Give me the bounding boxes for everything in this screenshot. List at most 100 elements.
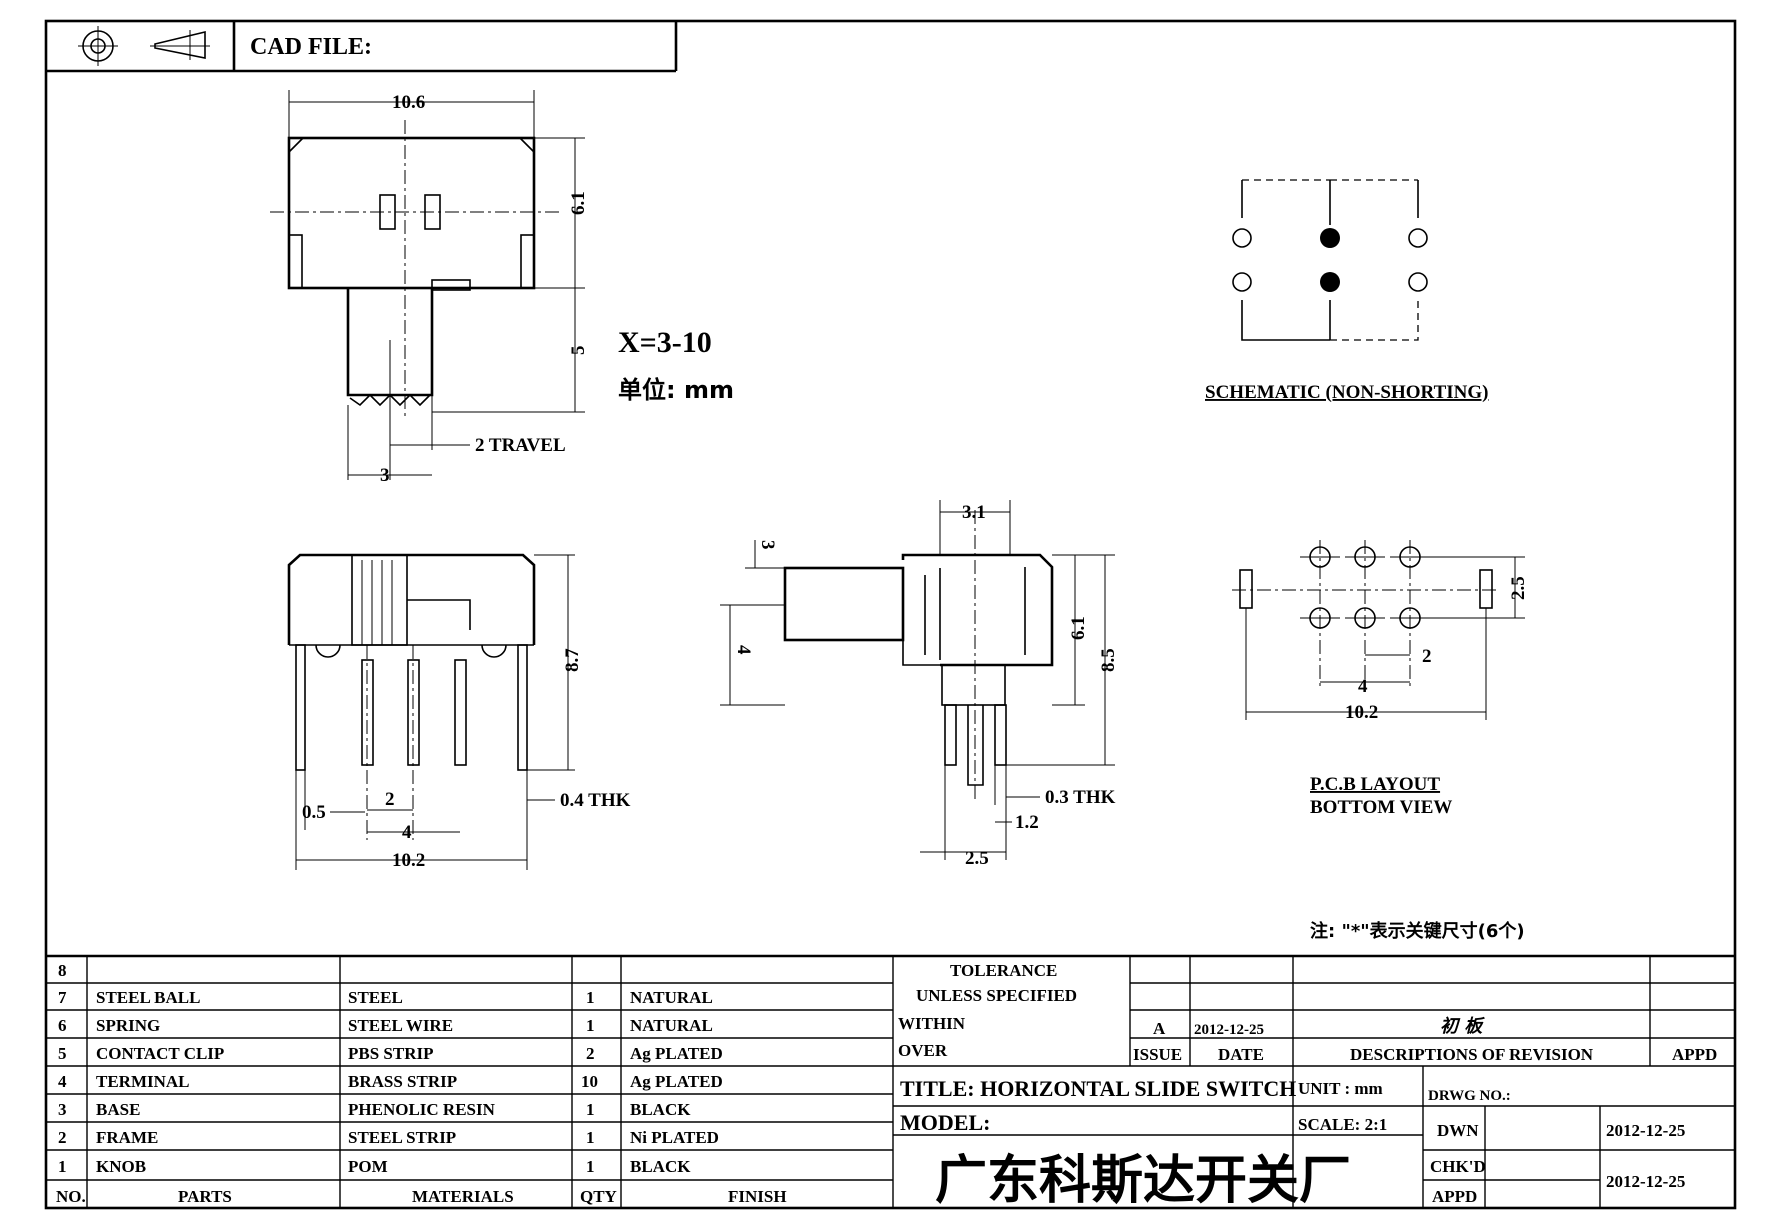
dim-pitch-2: 2 [385,789,395,810]
bom-no-cell: 4 [58,1072,67,1091]
bom-header-parts: PARTS [178,1187,232,1206]
dim-knob-width: 3 [380,465,390,486]
dim-side-knob-height: 4 [733,645,754,655]
company-name: 广东科斯达开关厂 [935,1151,1351,1211]
bom-material-cell: POM [348,1157,388,1176]
side-view: 3.1 3 4 6.1 8.5 0.3 THK 1.2 2.5 [720,500,1119,869]
bom-no-cell: 5 [58,1044,67,1063]
bom-part-cell: STEEL BALL [96,988,200,1007]
projection-symbol-icon [78,26,210,66]
pcb-layout: 2.5 2 4 10.2 P.C.B LAYOUT BOTTOM VIEW [1232,540,1529,818]
revision-date: 2012-12-25 [1194,1022,1264,1038]
bom-no-cell: 8 [58,961,67,980]
bom-material-cell: PHENOLIC RESIN [348,1100,496,1119]
issue-label: ISSUE [1133,1045,1182,1064]
dwn-label: DWN [1437,1121,1479,1140]
tolerance-within: WITHIN [898,1014,966,1033]
revision-letter: A [1153,1019,1166,1038]
bom-finish-cell: Ag PLATED [630,1044,723,1063]
bom-material-cell: STEEL [348,988,403,1007]
bom-material-cell: PBS STRIP [348,1044,434,1063]
bom-material-cell: STEEL WIRE [348,1016,453,1035]
schematic-title: SCHEMATIC (NON-SHORTING) [1205,382,1488,403]
bom-material-cell: STEEL STRIP [348,1128,456,1147]
dim-pin-width: 0.5 [302,802,326,823]
dim-front-height: 8.7 [562,648,583,672]
bom-no-cell: 2 [58,1128,67,1147]
bom-finish-cell: NATURAL [630,988,713,1007]
bom-finish-cell: BLACK [630,1157,691,1176]
dim-pin-1-2: 1.2 [1015,812,1039,833]
dim-side-height-2: 8.5 [1098,648,1119,672]
dim-side-top: 3.1 [962,502,986,523]
date-label: DATE [1218,1045,1264,1064]
revision-description: 初 板 [1440,1016,1485,1037]
front-view: 8.7 0.5 2 4 0.4 THK 10.2 [287,553,631,871]
bom-finish-cell: NATURAL [630,1016,713,1035]
dim-pcb-width: 10.2 [1345,702,1378,723]
dim-thk-03: 0.3 THK [1045,787,1116,808]
bom-part-cell: TERMINAL [96,1072,190,1091]
pcb-subtitle: BOTTOM VIEW [1310,797,1452,818]
schematic: SCHEMATIC (NON-SHORTING) [1205,179,1488,403]
dim-side-width: 2.5 [965,848,989,869]
bom-no-cell: 3 [58,1100,67,1119]
bom-no-cell: 6 [58,1016,67,1035]
bom-qty-cell: 1 [586,1016,595,1035]
bom-qty-cell: 2 [586,1044,595,1063]
bom-qty-cell: 10 [581,1072,598,1091]
drawing-title: TITLE: HORIZONTAL SLIDE SWITCH [900,1076,1296,1101]
bom-part-cell: SPRING [96,1016,160,1035]
mount-slot-left [1239,569,1253,609]
bom-finish-cell: Ni PLATED [630,1128,719,1147]
dim-pcb-2: 2 [1422,646,1432,667]
bom-qty-cell: 1 [586,1100,595,1119]
bom-qty-cell: 1 [586,988,595,1007]
key-dimension-note: 注: "*"表示关键尺寸(6个) [1310,920,1525,942]
unit-label: UNIT : mm [1298,1079,1383,1098]
bom-qty-cell: 1 [586,1157,595,1176]
drwg-no-label: DRWG NO.: [1428,1088,1511,1104]
bom-no-cell: 7 [58,988,67,1007]
dim-front-width: 10.2 [392,850,425,871]
model-label: MODEL: [900,1110,990,1135]
scale-label: SCALE: 2:1 [1298,1115,1387,1134]
range-note: X=3-10 [618,326,712,359]
bom-header-no: NO. [56,1187,86,1206]
tolerance-label: TOLERANCE [950,961,1057,980]
dim-side-knob: 3 [757,540,778,550]
dim-top-height: 6.1 [568,191,589,215]
revision-desc-header: DESCRIPTIONS OF REVISION [1350,1045,1594,1064]
bom-finish-cell: BLACK [630,1100,691,1119]
bom-finish-cell: Ag PLATED [630,1072,723,1091]
bom-part-cell: BASE [96,1100,140,1119]
contact-open-icon [1232,228,1252,248]
header-box: CAD FILE: [46,21,678,73]
cad-file-label: CAD FILE: [250,34,372,60]
bom-qty-cell: 1 [586,1128,595,1147]
appd-label: APPD [1432,1187,1477,1206]
bom-header-qty: QTY [580,1187,617,1206]
contact-common-icon [1320,228,1340,248]
bom-material-cell: BRASS STRIP [348,1072,457,1091]
dwn-date: 2012-12-25 [1606,1121,1685,1140]
tolerance-unless: UNLESS SPECIFIED [916,986,1077,1005]
chk-date: 2012-12-25 [1606,1172,1685,1191]
dim-pcb-4: 4 [1358,676,1368,697]
chkd-label: CHK'D [1430,1157,1486,1176]
dim-thk-04: 0.4 THK [560,790,631,811]
bom-header-finish: FINISH [728,1187,787,1206]
sheet-border [44,19,1737,1210]
dim-side-height-1: 6.1 [1068,616,1089,640]
pcb-title: P.C.B LAYOUT [1310,774,1440,795]
dim-knob-len: 5 [568,346,589,356]
bom-part-cell: CONTACT CLIP [96,1044,224,1063]
title-block: TOLERANCE UNLESS SPECIFIED WITHIN OVER A… [893,956,1735,1211]
mount-slot-right [1479,569,1493,609]
bom-part-cell: KNOB [96,1157,146,1176]
dim-top-width: 10.6 [392,92,425,113]
revision-appd-header: APPD [1672,1045,1717,1064]
dim-pitch-4: 4 [402,822,412,843]
